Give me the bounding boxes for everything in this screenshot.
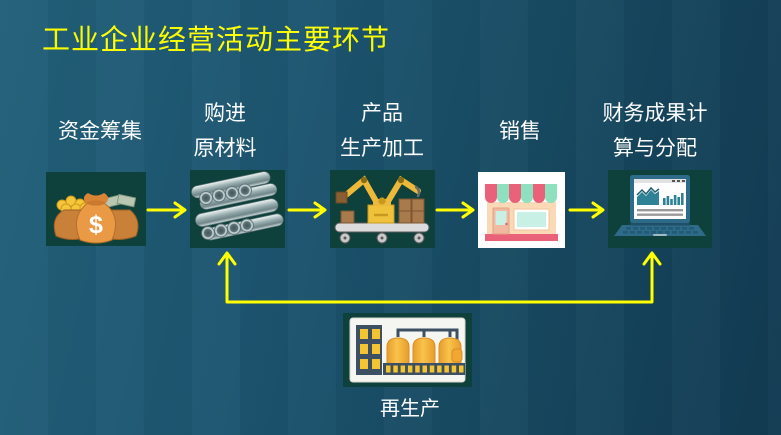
arrow-purchase-to-production — [287, 201, 327, 219]
step-label-purchase: 购进 原材料 — [140, 95, 310, 167]
factory-icon — [349, 317, 466, 383]
step-label-finance: 财务成果计 算与分配 — [570, 95, 740, 167]
step-label-line: 算与分配 — [613, 137, 697, 160]
step-label-line: 生产加工 — [340, 137, 424, 160]
step-label-line: 购进 — [204, 102, 246, 125]
steel-pipes-icon — [191, 171, 284, 241]
laptop-charts-icon — [614, 175, 706, 236]
dollar-sign: $ — [89, 211, 103, 239]
tile-funding: $ — [46, 172, 146, 246]
storefront-icon — [485, 184, 558, 241]
reproduction-label: 再生产 — [380, 398, 440, 420]
tile-reproduction — [343, 313, 472, 387]
tile-sales — [478, 172, 565, 248]
step-label-line: 资金筹集 — [58, 119, 142, 143]
money-bags-icon: $ — [53, 193, 139, 244]
step-label-funding: 资金筹集 — [15, 95, 185, 167]
step-label-line: 销售 — [499, 119, 541, 143]
arrow-funding-to-purchase — [146, 201, 187, 219]
page-title: 工业企业经营活动主要环节 — [42, 24, 391, 55]
tile-purchase — [190, 170, 285, 248]
step-label-line: 财务成果计 — [602, 102, 708, 125]
step-label-sales: 销售 — [435, 95, 605, 167]
arrow-production-to-sales — [435, 201, 475, 219]
loopback-arrow — [217, 251, 662, 304]
tile-finance — [608, 170, 712, 248]
step-label-line: 产品 — [361, 102, 403, 125]
step-label-line: 原材料 — [193, 137, 257, 160]
tile-production — [330, 170, 435, 248]
arrow-sales-to-finance — [568, 201, 605, 219]
robotic-arm-conveyor-icon — [334, 175, 430, 244]
step-label-production: 产品 生产加工 — [297, 95, 467, 167]
